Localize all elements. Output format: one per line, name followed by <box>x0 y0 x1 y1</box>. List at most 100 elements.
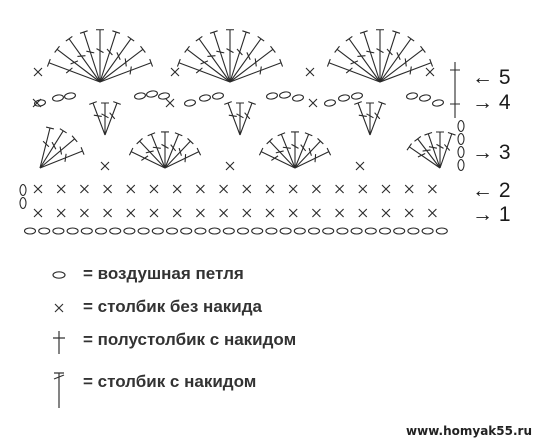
double-crochet <box>379 30 401 83</box>
double-crochet <box>326 58 381 83</box>
chain-stitch <box>279 227 292 235</box>
chain-stitch <box>364 227 377 235</box>
chain-stitch <box>406 92 418 100</box>
legend-single-crochet-text: = столбик без накида <box>83 297 262 316</box>
single-crochet <box>265 184 275 194</box>
double-crochet <box>101 102 109 135</box>
double-crochet <box>236 102 244 135</box>
chain-stitch <box>158 92 170 100</box>
single-crochet <box>196 208 205 218</box>
single-crochet <box>126 208 136 218</box>
double-crochet <box>147 132 166 169</box>
single-crochet <box>404 184 414 194</box>
single-crochet <box>172 208 182 218</box>
site-watermark: www.homyak55.ru <box>406 424 532 438</box>
double-crochet <box>424 131 441 169</box>
chain-stitch <box>19 183 27 197</box>
single-crochet <box>425 67 435 77</box>
row-number-4: 4 <box>498 91 511 114</box>
chain-stitch-icon <box>52 271 66 279</box>
single-crochet <box>335 184 344 194</box>
chain-stitch <box>194 227 207 235</box>
chain-stitch <box>419 94 431 102</box>
double-crochet <box>369 101 386 136</box>
row-number-1: 1 <box>498 203 511 226</box>
row-label-3: → 3 <box>472 141 511 165</box>
single-crochet <box>103 184 112 194</box>
chain-stitch <box>307 227 321 235</box>
row-label-2: ← 2 <box>472 179 511 203</box>
single-crochet <box>335 208 344 218</box>
single-crochet <box>149 208 159 218</box>
double-crochet <box>164 138 194 169</box>
double-crochet <box>277 132 296 169</box>
double-crochet <box>209 30 231 83</box>
single-crochet <box>355 161 365 171</box>
double-crochet <box>291 131 299 168</box>
double-crochet <box>164 147 202 169</box>
chain-stitch <box>266 92 278 100</box>
half-double-crochet-icon <box>53 331 65 354</box>
double-crochet <box>39 135 78 169</box>
single-crochet <box>172 184 182 194</box>
double-crochet <box>46 58 101 83</box>
chain-stitch <box>134 92 146 100</box>
double-crochet <box>239 101 256 136</box>
single-crochet <box>80 208 89 218</box>
chain-stitch <box>336 227 349 235</box>
single-crochet <box>288 208 298 218</box>
legend-double-crochet-text: = столбик с накидом <box>83 372 257 391</box>
row-arrow-2: ← <box>472 179 493 202</box>
chain-stitch <box>180 227 193 235</box>
row-label-4: → 4 <box>472 91 511 115</box>
legend-half-double-text: = полустолбик с накидом <box>83 330 297 349</box>
chain-stitch <box>94 227 108 235</box>
single-crochet <box>242 184 252 194</box>
single-crochet <box>242 208 252 218</box>
double-crochet <box>229 36 265 83</box>
single-crochet <box>312 184 321 194</box>
single-crochet <box>219 184 228 194</box>
double-crochet <box>104 101 121 136</box>
single-crochet <box>381 184 391 194</box>
chain-stitch <box>52 94 64 102</box>
chain-stitch <box>457 158 465 172</box>
single-crochet <box>56 184 66 194</box>
chain-stitch <box>208 227 221 235</box>
double-crochet <box>229 45 276 83</box>
single-crochet <box>288 184 298 194</box>
double-crochet <box>334 45 381 83</box>
chain-stitch <box>184 99 196 107</box>
chain-stitch <box>109 227 122 235</box>
legend-chain-text: = воздушная петля <box>83 264 244 283</box>
double-crochet <box>39 147 85 169</box>
chain-stitch <box>265 227 278 235</box>
single-crochet <box>404 208 414 218</box>
chain-stitch <box>151 227 164 235</box>
row-number-5: 5 <box>498 66 511 89</box>
row-label-5: ← 5 <box>472 66 511 90</box>
double-crochet <box>164 132 183 169</box>
chain-stitch <box>137 227 150 235</box>
chain-stitch <box>351 92 363 100</box>
single-crochet <box>428 184 437 194</box>
row-arrow-3: → <box>472 141 493 164</box>
chain-stitch <box>251 227 264 235</box>
double-crochet <box>406 143 441 169</box>
double-crochet <box>294 138 324 169</box>
row-arrow-1: → <box>472 203 493 226</box>
double-crochet <box>414 136 441 169</box>
single-crochet <box>381 208 391 218</box>
double-crochet <box>359 30 381 83</box>
double-crochet <box>354 101 371 136</box>
chain-stitch <box>432 99 444 107</box>
single-crochet <box>100 161 110 171</box>
single-crochet <box>225 161 235 171</box>
single-crochet <box>265 208 275 218</box>
single-crochet <box>358 208 368 218</box>
row-arrow-5: ← <box>472 66 493 89</box>
chain-stitch <box>338 94 350 102</box>
single-crochet <box>170 67 180 77</box>
double-crochet <box>136 138 166 169</box>
double-crochet <box>161 131 169 168</box>
